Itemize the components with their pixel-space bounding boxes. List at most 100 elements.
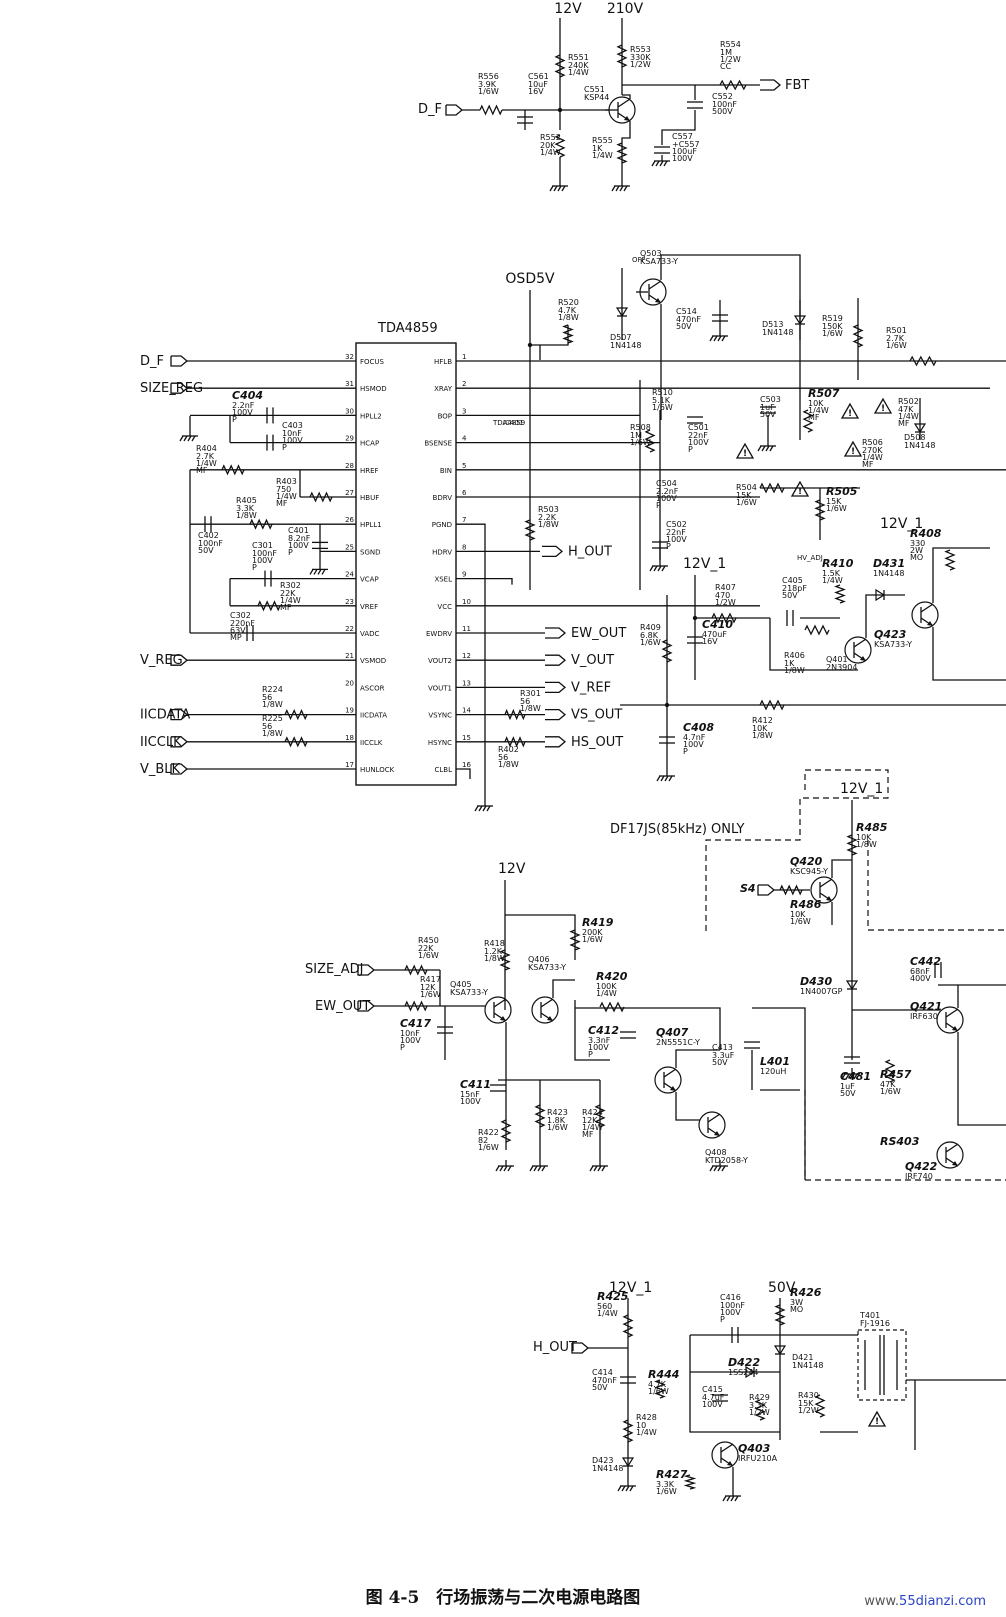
- watermark-prefix: www.: [864, 1594, 900, 1609]
- value-c501: 22nF: [688, 431, 708, 440]
- ground-hatch: [713, 335, 718, 342]
- resistor-icon: [554, 134, 566, 158]
- value-q406: KSA733-Y: [528, 963, 566, 972]
- ground-hatch: [717, 1165, 722, 1172]
- capacitor-icon: [517, 116, 533, 124]
- value-c501: P: [688, 445, 693, 454]
- ic-pin-num-right: 11: [462, 625, 471, 633]
- ground-hatch: [623, 185, 628, 192]
- value-d423: 1N4148: [592, 1464, 623, 1473]
- transistor-arrow: [547, 1016, 553, 1021]
- value-c413: 3.3uF: [712, 1051, 735, 1060]
- label-c557: C557: [672, 132, 693, 141]
- resistor-icon: [754, 1399, 766, 1421]
- value-c557: 100uF: [672, 147, 697, 156]
- label-c504: C504: [656, 479, 677, 488]
- wire: [957, 1032, 1006, 1126]
- warning-triangle-icon: !: [843, 440, 863, 457]
- capacitor-icon: [266, 407, 274, 424]
- transistor-collector: [945, 1008, 959, 1018]
- label-q421: Q421: [910, 1000, 942, 1013]
- label-r404: R404: [196, 444, 217, 453]
- value-r408: 330: [910, 539, 925, 548]
- transformer-box: [857, 1329, 907, 1401]
- diode-icon: [845, 980, 859, 991]
- label-r408: R408: [910, 527, 942, 540]
- capacitor-icon: [620, 1031, 636, 1039]
- ic-pin-num-right: 3: [462, 407, 466, 415]
- capacitor-icon: [934, 962, 942, 978]
- ic-pin-hunlock: HUNLOCK: [360, 766, 395, 774]
- label-q423: Q423: [874, 628, 907, 641]
- ground-hatch: [589, 1165, 594, 1172]
- transistor-body: [810, 876, 838, 904]
- value-c402: 100nF: [198, 539, 223, 548]
- value-d421: 1N4148: [792, 1361, 823, 1370]
- capacitor-icon: [659, 736, 675, 744]
- value-c502: P: [666, 542, 671, 551]
- label-d508: D508: [904, 433, 925, 442]
- ground-icon: [709, 1160, 728, 1172]
- transistor-collector: [493, 998, 507, 1008]
- rail-12v-1-label-b: 12V_1: [683, 556, 726, 572]
- value-c412: 3.3nF: [588, 1036, 611, 1045]
- label-r520: R520: [558, 298, 579, 307]
- value-q420: KSC945-Y: [790, 867, 828, 876]
- resistor-icon: [504, 708, 526, 721]
- resistor-icon: [909, 355, 937, 367]
- watermark: www.55dianzi.com: [864, 1594, 986, 1609]
- transistor-body: [844, 636, 872, 664]
- label-r501: R501: [886, 326, 907, 335]
- label-c561: C561: [528, 72, 549, 81]
- label-r450: R450: [418, 936, 439, 945]
- wire: [675, 1092, 700, 1121]
- ic-pin-num-left: 18: [345, 734, 354, 742]
- value-r507: MF: [808, 413, 820, 422]
- ground-hatch: [721, 335, 726, 342]
- input-h-out-bottom-label: H_OUT: [533, 1340, 577, 1355]
- ic-pin-vref: VREF: [360, 603, 378, 611]
- transistor-icon: [698, 1111, 726, 1139]
- transistor-collector: [617, 98, 631, 108]
- resistor-icon: [661, 639, 673, 663]
- transistor-body: [711, 1441, 739, 1469]
- value-r554: CC: [720, 62, 732, 71]
- value-c552: 100nF: [712, 100, 737, 109]
- value-r486: 1/6W: [790, 917, 811, 926]
- df-only-note: DF17JS(85kHz) ONLY: [610, 822, 745, 837]
- warning-triangle-icon: !: [873, 397, 893, 414]
- wire: [456, 523, 486, 800]
- ground-hatch: [757, 445, 762, 452]
- wire: [530, 325, 569, 346]
- value-r302: MF: [280, 603, 292, 612]
- capacitor-icon: [204, 516, 212, 533]
- capacitor-icon: [786, 610, 794, 626]
- capacitor-icon: [687, 416, 703, 424]
- value-c408: P: [683, 747, 688, 756]
- ic-pin-num-left: 23: [345, 598, 354, 606]
- value-c552: 500V: [712, 107, 733, 116]
- capacitor-icon: [687, 636, 703, 644]
- warning-mark: !: [848, 409, 852, 419]
- resistor-icon: [654, 1379, 666, 1399]
- rail-50v-label: 50V: [768, 1280, 796, 1296]
- value-r418: 1/8W: [484, 954, 505, 963]
- ic-pin-num-left: 27: [345, 489, 354, 497]
- label-r508: R508: [630, 423, 651, 432]
- transistor-icon: [531, 996, 559, 1024]
- watermark-site: 55dianzi.com: [899, 1594, 986, 1609]
- label-d513: D513: [762, 320, 783, 329]
- transistor-body: [936, 1006, 964, 1034]
- resistor-icon: [834, 584, 846, 604]
- port-connector-icon: [571, 1342, 590, 1354]
- value-r508: 1/6W: [630, 438, 651, 447]
- value-c557: 100V: [672, 154, 693, 163]
- ground-icon: [722, 1490, 741, 1502]
- value-c401: 8.2nF: [288, 534, 311, 543]
- value-r402: 1/8W: [498, 760, 519, 769]
- ground-icon: [474, 800, 493, 812]
- ground-hatch: [629, 1485, 634, 1492]
- label-r503: R503: [538, 505, 559, 514]
- ground-hatch: [597, 1165, 602, 1172]
- wire: [575, 1007, 721, 1050]
